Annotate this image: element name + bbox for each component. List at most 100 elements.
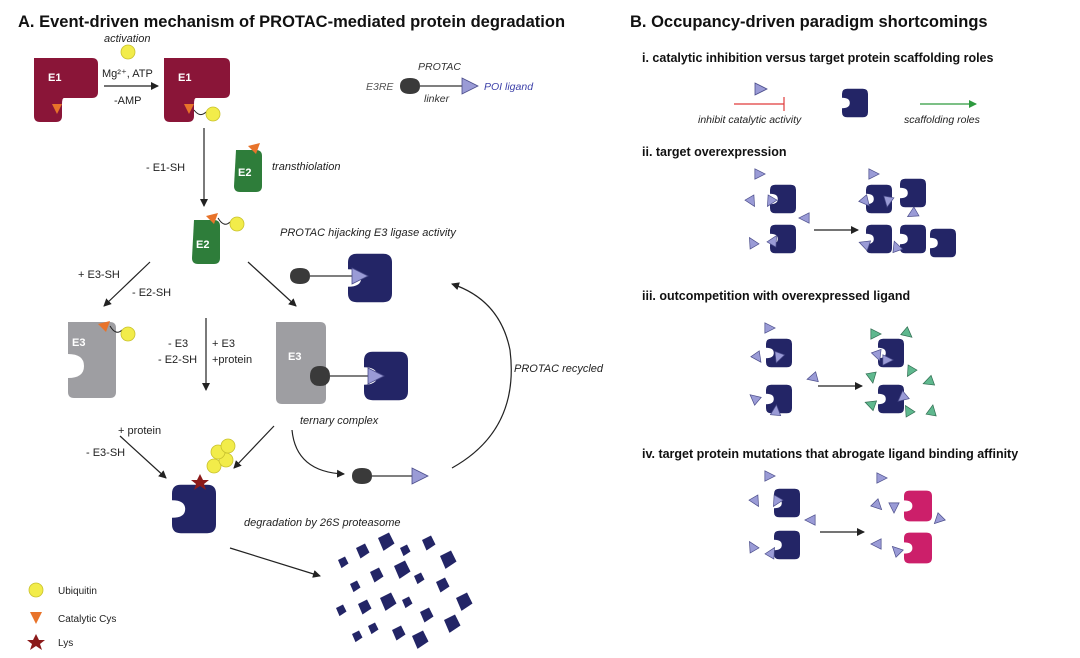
e3-label: E3 (72, 337, 85, 349)
ligand-icon (904, 206, 920, 222)
released-protac (352, 467, 429, 485)
linker-label: linker (424, 93, 450, 105)
competitor-ligand-icon (863, 397, 877, 411)
plus-protein-mid-label: +protein (212, 354, 252, 366)
competitor-ligand-icon (925, 403, 939, 417)
section-i-title: i. catalytic inhibition versus target pr… (642, 51, 994, 65)
legend-cys: Catalytic Cys (58, 614, 116, 625)
peptide-fragment (352, 630, 363, 643)
legend: Ubiquitin Catalytic Cys Lys (27, 582, 116, 650)
plus-protein-label: + protein (118, 425, 161, 437)
competitor-ligand-icon (865, 371, 879, 385)
e2-label: E2 (238, 167, 251, 179)
ligand-icon (930, 512, 946, 528)
panel-a-title: A. Event-driven mechanism of PROTAC-medi… (18, 13, 565, 31)
arrow (247, 261, 297, 307)
poi-icon (774, 530, 800, 560)
e2-label-2: E2 (196, 239, 209, 251)
e1sh-label: - E1-SH (146, 162, 185, 174)
peptide-fragment (436, 577, 450, 593)
lys-icon (191, 474, 209, 490)
amp-label: -AMP (114, 95, 142, 107)
ligand-icon (764, 322, 776, 334)
ligand-icon (888, 502, 900, 514)
arrow (233, 425, 275, 469)
inhibit-label: inhibit catalytic activity (698, 114, 802, 126)
ligand-icon (744, 234, 760, 250)
ligand-icon (744, 194, 760, 210)
ubiquitin-icon (28, 582, 44, 598)
arrow (119, 435, 167, 479)
poi-icon (878, 338, 904, 368)
peptide-fragment (350, 580, 361, 593)
poi-icon (842, 88, 868, 118)
ubiquitinated-poi (172, 438, 236, 534)
ligand-icon (746, 390, 762, 406)
section-iv-title: iv. target protein mutations that abroga… (642, 447, 1018, 461)
peptide-fragment (412, 630, 429, 649)
plus-e3sh-label: + E3-SH (78, 269, 120, 281)
e1-label-2: E1 (178, 72, 191, 84)
e3-ub-enzyme: E3 (68, 321, 136, 398)
ternary-label: ternary complex (300, 415, 379, 427)
ubiquitin-icon (120, 44, 136, 60)
mutant-poi-icon (904, 490, 932, 522)
poi-icon (866, 224, 892, 254)
ligand-icon (876, 472, 888, 484)
legend-lys: Lys (58, 638, 73, 649)
competitor-ligand-icon (902, 364, 918, 380)
peptide-fragment (392, 625, 406, 641)
ligand-icon (764, 470, 776, 482)
cys-icon (184, 104, 194, 114)
mutant-poi-icon (904, 532, 932, 564)
ligand-icon (888, 542, 904, 558)
recycled-label: PROTAC recycled (514, 363, 604, 375)
activation-label: activation (104, 33, 150, 45)
poi-icon (930, 228, 956, 258)
peptide-fragment (444, 614, 461, 633)
protac-schematic: PROTAC E3RE POI ligand linker (366, 61, 534, 105)
e1-label: E1 (48, 72, 61, 84)
protac-label: PROTAC (418, 61, 461, 73)
arrow (291, 429, 345, 478)
ligand-icon (744, 538, 760, 554)
ligand-icon (798, 212, 810, 224)
e3re-label: E3RE (366, 81, 394, 93)
ligand-icon (804, 514, 816, 526)
ligand-icon (805, 371, 819, 385)
section-iii-title: iii. outcompetition with overexpressed l… (642, 289, 910, 303)
competitor-ligand-icon (900, 326, 916, 342)
poi-icon (900, 178, 926, 208)
minus-e3-label: - E3 (168, 338, 188, 350)
protac-poi-complex (290, 253, 392, 303)
poi-icon (900, 224, 926, 254)
ligand-icon (750, 350, 766, 366)
peptide-fragment (338, 556, 349, 569)
cys-icon (30, 612, 42, 624)
ligand-icon (754, 82, 768, 96)
ligand-icon (754, 168, 766, 180)
cys-icon (52, 104, 62, 114)
peptide-fragments (336, 532, 473, 649)
peptide-fragment (400, 544, 411, 557)
ubiquitin-icon (205, 106, 221, 122)
peptide-fragment (378, 532, 395, 551)
minus-e2sh-label: - E2-SH (132, 287, 171, 299)
legend-ubiquitin: Ubiquitin (58, 586, 97, 597)
peptide-fragment (414, 572, 425, 585)
e1-enzyme: E1 (34, 58, 98, 122)
mutation-diagram (744, 470, 946, 564)
peptide-fragment (402, 596, 413, 609)
mg-atp-label: Mg²⁺, ATP (102, 68, 153, 80)
ligand-icon (870, 498, 886, 514)
poi-icon (766, 384, 792, 414)
peptide-fragment (358, 599, 372, 615)
minus-e3sh-label: - E3-SH (86, 447, 125, 459)
outcompetition-diagram (746, 322, 939, 418)
arrow (229, 547, 321, 578)
peptide-fragment (420, 607, 434, 623)
peptide-fragment (368, 622, 379, 635)
plus-e3-label: + E3 (212, 338, 235, 350)
ubiquitin-icon (229, 216, 245, 232)
